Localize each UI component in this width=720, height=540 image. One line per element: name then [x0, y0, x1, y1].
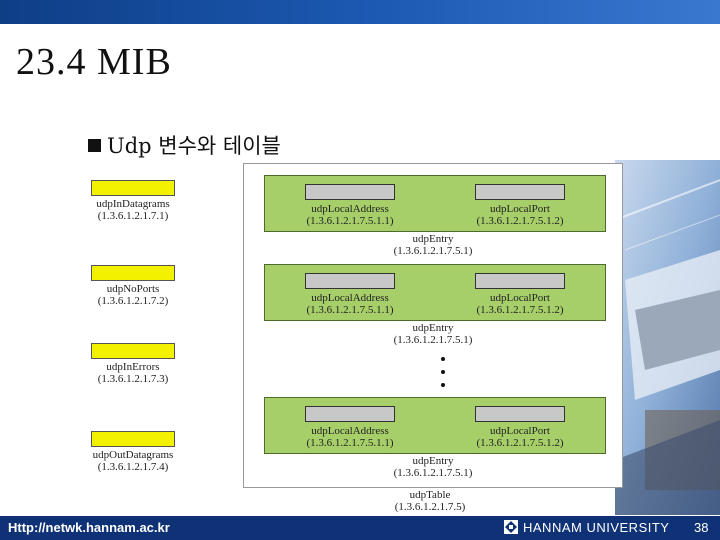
entry-oid: (1.3.6.1.2.1.7.5.1)	[393, 334, 473, 346]
variable-name: udpInErrors	[106, 361, 160, 373]
variable-oid: (1.3.6.1.2.1.7.3)	[97, 373, 169, 385]
table-oid: (1.3.6.1.2.1.7.5)	[394, 501, 466, 513]
column-box	[475, 273, 565, 289]
footer-url[interactable]: Http://netwk.hannam.ac.kr	[8, 520, 170, 535]
variable-oid: (1.3.6.1.2.1.7.2)	[97, 295, 169, 307]
column-name: udpLocalPort	[490, 425, 550, 437]
ellipsis-dot	[441, 357, 445, 361]
variable-udpOutDatagrams: udpOutDatagrams (1.3.6.1.2.1.7.4)	[78, 431, 188, 473]
column-box	[305, 184, 395, 200]
column-oid: (1.3.6.1.2.1.7.5.1.2)	[476, 437, 564, 449]
variable-box	[91, 431, 175, 447]
entry-name: udpEntry	[412, 233, 454, 245]
variable-udpInErrors: udpInErrors (1.3.6.1.2.1.7.3)	[78, 343, 188, 385]
variable-name: udpNoPorts	[106, 283, 160, 295]
column-oid: (1.3.6.1.2.1.7.5.1.1)	[306, 215, 394, 227]
footer-bar: Http://netwk.hannam.ac.kr HANNAM UNIVERS…	[0, 516, 720, 540]
variable-udpNoPorts: udpNoPorts (1.3.6.1.2.1.7.2)	[78, 265, 188, 307]
variable-box	[91, 180, 175, 196]
table-label: udpTable (1.3.6.1.2.1.7.5)	[370, 489, 490, 513]
column-box	[475, 184, 565, 200]
entry-name: udpEntry	[412, 455, 454, 467]
variable-oid: (1.3.6.1.2.1.7.1)	[97, 210, 169, 222]
university-brand: HANNAM UNIVERSITY	[503, 519, 669, 535]
variable-name: udpInDatagrams	[96, 198, 170, 210]
local-address-column: udpLocalAddress (1.3.6.1.2.1.7.5.1.1)	[275, 406, 425, 449]
local-port-column: udpLocalPort (1.3.6.1.2.1.7.5.1.2)	[445, 273, 595, 316]
entry-name: udpEntry	[412, 322, 454, 334]
header-bar	[0, 0, 720, 24]
decorative-photo	[615, 160, 720, 515]
square-bullet-icon	[88, 138, 101, 152]
local-address-column: udpLocalAddress (1.3.6.1.2.1.7.5.1.1)	[275, 273, 425, 316]
variable-box	[91, 265, 175, 281]
udp-entry-box: udpLocalAddress (1.3.6.1.2.1.7.5.1.1) ud…	[264, 264, 606, 321]
column-oid: (1.3.6.1.2.1.7.5.1.1)	[306, 437, 394, 449]
variable-udpInDatagrams: udpInDatagrams (1.3.6.1.2.1.7.1)	[78, 180, 188, 222]
local-port-column: udpLocalPort (1.3.6.1.2.1.7.5.1.2)	[445, 184, 595, 227]
column-name: udpLocalPort	[490, 203, 550, 215]
variable-oid: (1.3.6.1.2.1.7.4)	[97, 461, 169, 473]
udp-table-diagram: udpLocalAddress (1.3.6.1.2.1.7.5.1.1) ud…	[243, 163, 623, 488]
udp-entry-box: udpLocalAddress (1.3.6.1.2.1.7.5.1.1) ud…	[264, 397, 606, 454]
variable-box	[91, 343, 175, 359]
table-name: udpTable	[409, 489, 451, 501]
column-box	[305, 406, 395, 422]
local-address-column: udpLocalAddress (1.3.6.1.2.1.7.5.1.1)	[275, 184, 425, 227]
column-box	[475, 406, 565, 422]
column-name: udpLocalPort	[490, 292, 550, 304]
variable-name: udpOutDatagrams	[92, 449, 174, 461]
column-name: udpLocalAddress	[311, 203, 389, 215]
page-number: 38	[694, 520, 709, 535]
ellipsis-dot	[441, 370, 445, 374]
university-logo-icon	[503, 519, 519, 535]
ellipsis-dot	[441, 383, 445, 387]
entry-oid: (1.3.6.1.2.1.7.5.1)	[393, 467, 473, 479]
column-name: udpLocalAddress	[311, 425, 389, 437]
column-box	[305, 273, 395, 289]
column-oid: (1.3.6.1.2.1.7.5.1.2)	[476, 215, 564, 227]
column-oid: (1.3.6.1.2.1.7.5.1.2)	[476, 304, 564, 316]
column-oid: (1.3.6.1.2.1.7.5.1.1)	[306, 304, 394, 316]
bullet-point: Udp 변수와 테이블	[88, 130, 281, 160]
udp-entry-box: udpLocalAddress (1.3.6.1.2.1.7.5.1.1) ud…	[264, 175, 606, 232]
local-port-column: udpLocalPort (1.3.6.1.2.1.7.5.1.2)	[445, 406, 595, 449]
bullet-text: Udp 변수와 테이블	[107, 134, 281, 158]
slide-title: 23.4 MIB	[16, 41, 172, 83]
column-name: udpLocalAddress	[311, 292, 389, 304]
university-name: HANNAM UNIVERSITY	[523, 519, 670, 535]
entry-oid: (1.3.6.1.2.1.7.5.1)	[393, 245, 473, 257]
